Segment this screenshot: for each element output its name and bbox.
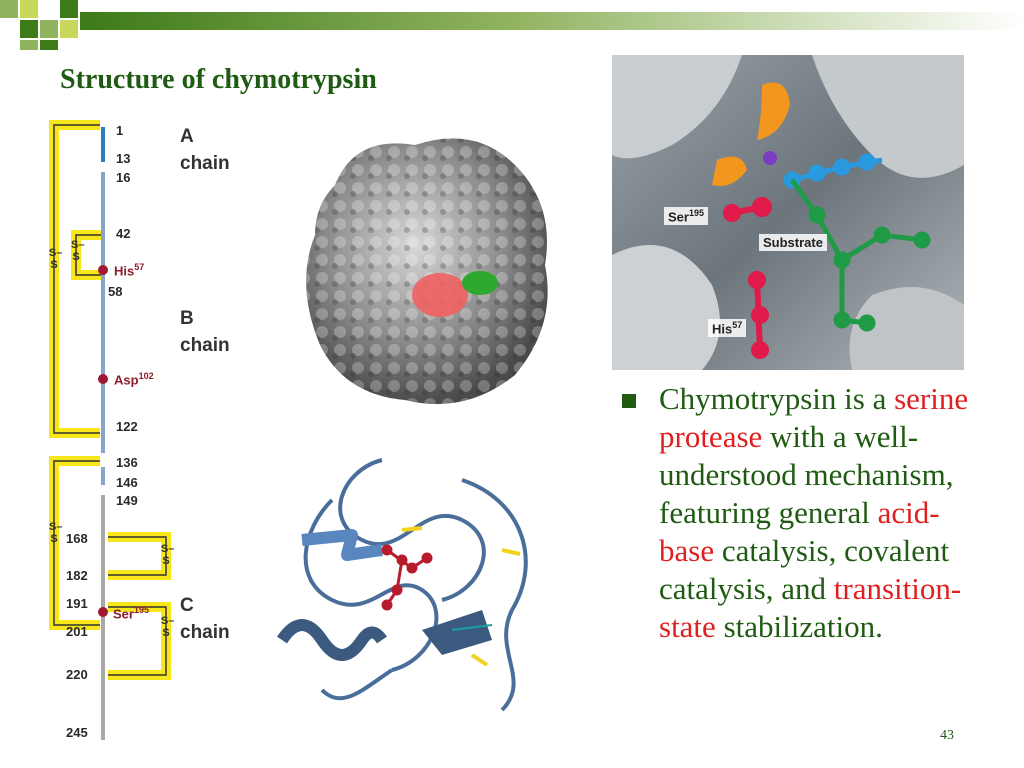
residue-label-168: 168 bbox=[66, 531, 88, 546]
header-decoration bbox=[0, 0, 1024, 50]
disulfide-marker: S–S bbox=[161, 543, 175, 567]
residue-label-191: 191 bbox=[66, 596, 88, 611]
chain-diagram-graphic bbox=[49, 120, 171, 740]
residue-label-122: 122 bbox=[116, 419, 138, 434]
residue-label-136: 136 bbox=[116, 455, 138, 470]
residue-label-16: 16 bbox=[116, 170, 131, 185]
bullet-text: Chymotrypsin is a serine protease with a… bbox=[659, 381, 969, 644]
ser195-label: Ser195 bbox=[113, 605, 149, 622]
bullet-square-icon bbox=[622, 394, 636, 408]
residue-label-146: 146 bbox=[116, 475, 138, 490]
residue-label-58: 58 bbox=[108, 284, 123, 299]
residue-label-149: 149 bbox=[116, 493, 138, 508]
residue-label-1: 1 bbox=[116, 123, 124, 138]
disulfide-marker: S–S bbox=[49, 247, 63, 271]
page-number: 43 bbox=[940, 728, 954, 743]
residue-label-13: 13 bbox=[116, 151, 131, 166]
residue-label-201: 201 bbox=[66, 624, 88, 639]
surface-model-image bbox=[306, 138, 548, 405]
active-site-image: Ser195 Substrate His57 bbox=[612, 55, 964, 370]
photo-his57-label: His57 bbox=[708, 319, 747, 338]
disulfide-marker: S–S bbox=[71, 239, 85, 263]
asp102-label: Asp102 bbox=[114, 371, 154, 388]
disulfide-marker: S–S bbox=[49, 521, 63, 545]
disulfide-marker: S–S bbox=[161, 615, 175, 639]
photo-substrate-label: Substrate bbox=[759, 234, 827, 251]
residue-label-182: 182 bbox=[66, 568, 88, 583]
chain-diagram: 1 13 16 42 His57 58 Asp102 122 136 146 1… bbox=[40, 115, 270, 745]
residue-label-220: 220 bbox=[66, 667, 88, 682]
photo-ser195-label: Ser195 bbox=[664, 207, 708, 226]
residue-label-245: 245 bbox=[66, 725, 88, 740]
his57-label: His57 bbox=[114, 262, 145, 279]
ribbon-model-image bbox=[277, 458, 528, 712]
slide-title: Structure of chymotrypsin bbox=[60, 64, 377, 95]
residue-label-42: 42 bbox=[116, 226, 131, 241]
